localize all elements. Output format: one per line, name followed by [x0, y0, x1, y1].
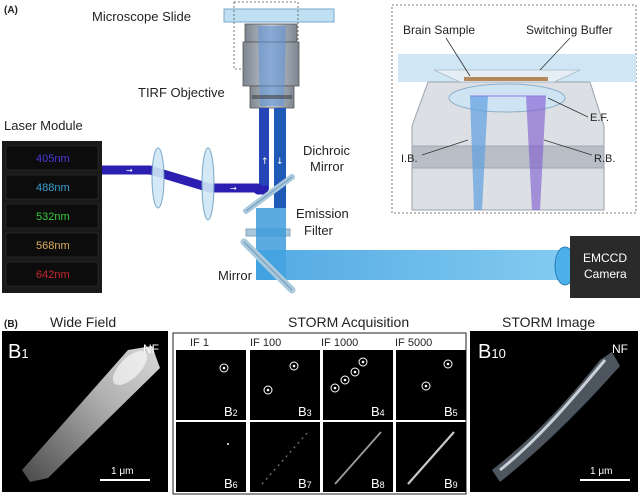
tirf-objective-label: TIRF Objective — [138, 85, 225, 100]
lens-2 — [201, 147, 215, 221]
wide-field-image — [2, 331, 168, 492]
detection-point — [343, 378, 347, 382]
tile-label: B3 — [298, 404, 312, 419]
detection-point — [353, 370, 357, 374]
laser-row — [5, 203, 99, 229]
laser-row — [5, 232, 99, 258]
reconstruction-point — [227, 443, 229, 445]
brain-sample-label: Brain Sample — [403, 23, 475, 37]
laser-row — [5, 145, 99, 171]
ef-label: E.F. — [590, 112, 609, 124]
detection-circle — [350, 367, 360, 377]
microscope-slide — [223, 8, 335, 23]
detection-circle — [330, 383, 340, 393]
nf-label-storm: NF — [612, 342, 628, 356]
storm-tile — [250, 350, 320, 420]
emccd-camera — [570, 236, 640, 298]
lens-1 — [151, 147, 165, 209]
ib-label: I.B. — [401, 153, 418, 165]
mirror-label: Mirror — [218, 268, 253, 283]
detection-circle — [421, 381, 431, 391]
detection-point — [222, 366, 226, 370]
laser-module-label: Laser Module — [4, 118, 83, 133]
arrow-right-icon: → — [230, 184, 237, 193]
storm-tile — [176, 350, 246, 420]
storm-tile — [396, 350, 466, 420]
arrow-down-icon: ↓ — [276, 157, 284, 167]
zoom-dashed-box — [233, 1, 299, 70]
b10-label: B10 — [478, 341, 506, 363]
tile-label: B5 — [444, 404, 458, 419]
scale-label: 1 μm — [111, 466, 133, 477]
detection-circle — [340, 375, 350, 385]
panel-a-label: (A) — [4, 5, 18, 16]
b1-label: B1 — [8, 341, 29, 363]
panel-b-label: (B) — [4, 319, 18, 330]
if-header: IF 1 — [190, 337, 209, 349]
tirf-inset — [391, 4, 637, 214]
emission-beam-horizontal — [256, 250, 590, 280]
detection-point — [292, 364, 296, 368]
laser-wavelength-label: 488nm — [36, 182, 70, 194]
tile-label: B6 — [224, 476, 238, 491]
detection-circle — [289, 361, 299, 371]
nf-label: NF — [143, 342, 159, 356]
tile-label: B7 — [298, 476, 312, 491]
detection-circle — [263, 385, 273, 395]
if-header: IF 5000 — [395, 337, 432, 349]
reconstruction-trace — [334, 431, 382, 485]
detection-point — [266, 388, 270, 392]
detection-circle — [219, 363, 229, 373]
scale-label-storm: 1 μm — [590, 466, 612, 477]
wide-field-title: Wide Field — [50, 314, 116, 330]
detection-point — [361, 360, 365, 364]
detection-point — [446, 362, 450, 366]
storm-image-title: STORM Image — [502, 314, 595, 330]
microscope-slide-label: Microscope Slide — [92, 9, 191, 24]
storm-acquisition-title: STORM Acquisition — [288, 314, 409, 330]
emission-filter-label-1: Emission — [296, 206, 349, 221]
laser-wavelength-label: 405nm — [36, 153, 70, 165]
tile-label: B9 — [444, 476, 458, 491]
detection-circle — [358, 357, 368, 367]
storm-tile — [250, 422, 320, 492]
storm-tile — [176, 422, 246, 492]
laser-row — [5, 174, 99, 200]
tile-label: B2 — [224, 404, 238, 419]
detection-point — [424, 384, 428, 388]
laser-wavelength-label: 532nm — [36, 211, 70, 223]
reconstruction-trace — [407, 431, 455, 485]
emission-filter-label-2: Filter — [304, 223, 334, 238]
if-header: IF 1000 — [321, 337, 358, 349]
if-header: IF 100 — [250, 337, 281, 349]
arrow-right-icon: → — [126, 166, 133, 175]
laser-wavelength-label: 568nm — [36, 240, 70, 252]
switching-buffer-label: Switching Buffer — [526, 23, 613, 37]
camera-label-2: Camera — [584, 267, 627, 281]
laser-wavelength-label: 642nm — [36, 269, 70, 281]
laser-row — [5, 261, 99, 287]
camera-label-1: EMCCD — [583, 251, 627, 265]
rb-label: R.B. — [594, 153, 615, 165]
dichroic-label-1: Dichroic — [303, 143, 350, 158]
dichroic-label-2: Mirror — [310, 159, 345, 174]
laser-beam — [102, 165, 268, 195]
excitation-beam-vertical — [259, 108, 269, 190]
storm-tile — [323, 350, 393, 420]
storm-image — [470, 331, 638, 492]
detection-circle — [443, 359, 453, 369]
tile-label: B4 — [371, 404, 385, 419]
detection-point — [333, 386, 337, 390]
tirf-objective — [242, 23, 300, 109]
arrow-up-icon: ↑ — [261, 157, 269, 167]
tile-label: B8 — [371, 476, 385, 491]
